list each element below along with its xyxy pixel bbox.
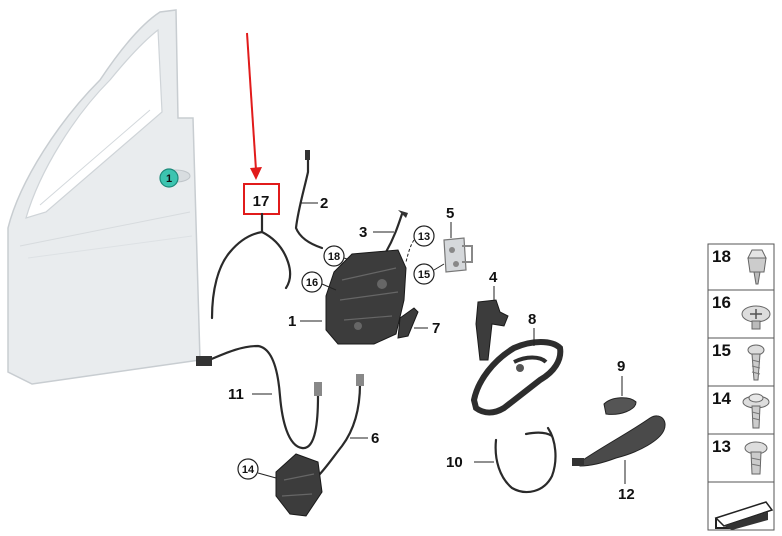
callout-16[interactable]: 16 (301, 271, 323, 293)
svg-text:13: 13 (712, 437, 731, 456)
short-screw-icon (744, 441, 768, 475)
callout-15[interactable]: 15 (413, 263, 435, 285)
door-handle-marker[interactable]: 1 (159, 168, 179, 188)
callout-11[interactable]: 11 (228, 386, 244, 403)
flange-screw-icon (742, 393, 770, 429)
callout-7[interactable]: 7 (432, 320, 440, 337)
part-9-cap[interactable] (603, 397, 637, 415)
callout-1[interactable]: 1 (288, 313, 296, 330)
part-7-bracket[interactable] (397, 307, 419, 339)
callout-13[interactable]: 13 (413, 225, 435, 247)
part-8-handle-carrier[interactable] (470, 339, 564, 416)
callout-10[interactable]: 10 (446, 454, 463, 471)
legend-item-15[interactable]: 15 (712, 341, 765, 381)
callout-5[interactable]: 5 (446, 205, 454, 222)
part-12-outer-handle[interactable] (572, 415, 666, 467)
part-4-support[interactable] (475, 299, 509, 361)
svg-text:16: 16 (712, 293, 731, 312)
part-1-door-lock[interactable] (325, 249, 407, 345)
callout-9[interactable]: 9 (617, 358, 625, 375)
part-3-rod[interactable] (384, 210, 408, 254)
svg-text:15: 15 (418, 269, 430, 281)
callout-18[interactable]: 18 (323, 245, 345, 267)
legend-item-13[interactable]: 13 (712, 437, 768, 475)
arrow-panel-icon[interactable] (714, 501, 774, 530)
callout-17[interactable]: 17 (243, 183, 280, 215)
svg-text:13: 13 (418, 231, 430, 243)
part-11-cable[interactable] (196, 344, 322, 450)
callout-2[interactable]: 2 (320, 195, 328, 212)
highlight-arrow (246, 32, 262, 180)
svg-text:18: 18 (328, 251, 340, 263)
legend-item-18[interactable]: 18 (712, 247, 767, 285)
door-illustration (7, 9, 201, 385)
svg-text:18: 18 (712, 247, 731, 266)
fastener-legend: 18 16 15 14 (707, 243, 775, 531)
clip-icon (747, 249, 767, 285)
callout-6[interactable]: 6 (371, 430, 379, 447)
callout-4[interactable]: 4 (489, 269, 498, 286)
svg-text:1: 1 (166, 173, 172, 185)
legend-item-16[interactable]: 16 (712, 293, 771, 330)
callout-12[interactable]: 12 (618, 486, 635, 503)
svg-text:15: 15 (712, 341, 731, 360)
part-2-rod[interactable] (294, 150, 324, 250)
svg-text:14: 14 (712, 389, 731, 408)
callout-8[interactable]: 8 (528, 311, 536, 328)
pan-head-screw-icon (741, 305, 771, 330)
part-5-striker[interactable] (443, 237, 473, 273)
svg-text:17: 17 (253, 193, 270, 210)
part-6-actuator[interactable] (275, 374, 364, 517)
part-17-seal-cable[interactable] (210, 212, 292, 320)
screw-icon (747, 344, 765, 381)
part-10-cable[interactable] (494, 426, 557, 494)
svg-text:16: 16 (306, 277, 318, 289)
legend-item-14[interactable]: 14 (712, 389, 770, 429)
svg-text:14: 14 (242, 464, 255, 476)
callout-14[interactable]: 14 (237, 458, 259, 480)
callout-3[interactable]: 3 (359, 224, 367, 241)
